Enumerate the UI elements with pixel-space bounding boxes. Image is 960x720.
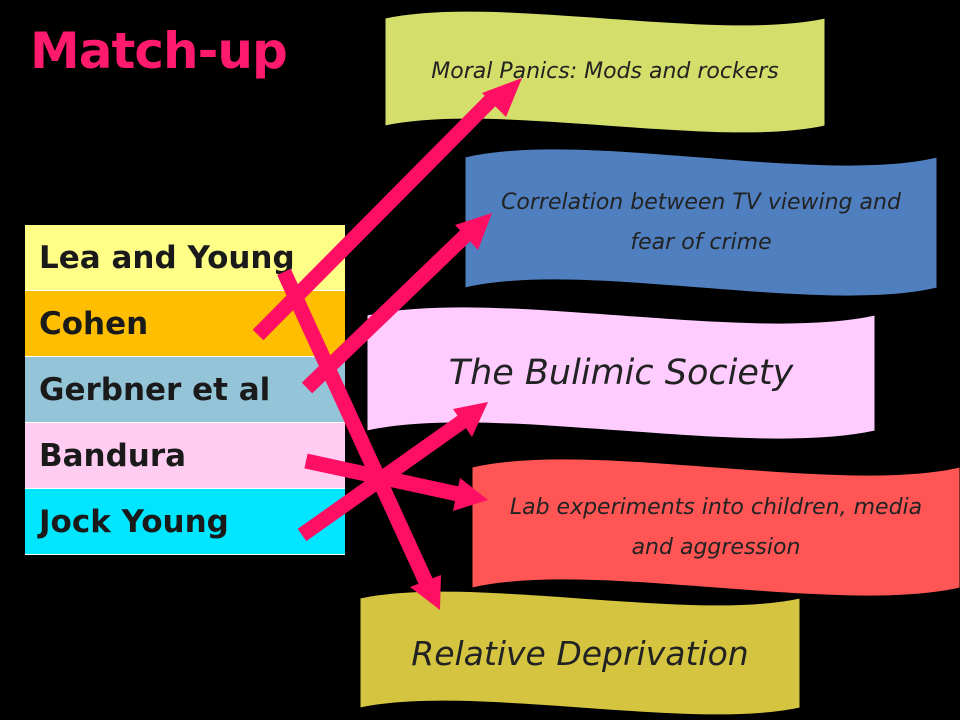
banner-text-relative-deprivation: Relative Deprivation bbox=[411, 633, 749, 673]
banner-relative-deprivation: Relative Deprivation bbox=[360, 588, 800, 718]
banner-moral-panics: Moral Panics: Mods and rockers bbox=[385, 8, 825, 136]
banner-bulimic-society: The Bulimic Society bbox=[367, 303, 875, 443]
name-cell-cohen: Cohen bbox=[25, 291, 345, 357]
banner-text-bulimic-society: The Bulimic Society bbox=[448, 353, 794, 393]
banner-shape bbox=[465, 148, 937, 297]
banner-correlation: Correlation between TV viewing and fear … bbox=[465, 145, 937, 300]
banner-shape bbox=[360, 590, 800, 716]
name-cell-bandura: Bandura bbox=[25, 423, 345, 489]
name-cell-gerbner-et-al: Gerbner et al bbox=[25, 357, 345, 423]
name-cell-lea-and-young: Lea and Young bbox=[25, 225, 345, 291]
names-table: Lea and Young Cohen Gerbner et al Bandur… bbox=[25, 225, 345, 555]
banner-lab-experiments: Lab experiments into children, media and… bbox=[472, 455, 960, 600]
name-cell-jock-young: Jock Young bbox=[25, 489, 345, 555]
banner-text-correlation: Correlation between TV viewing and fear … bbox=[501, 189, 901, 255]
slide-title: Match-up bbox=[30, 22, 288, 80]
banner-shape bbox=[472, 458, 960, 597]
banner-text-moral-panics: Moral Panics: Mods and rockers bbox=[431, 59, 779, 84]
banner-text-lab-experiments: Lab experiments into children, media and… bbox=[509, 494, 923, 560]
